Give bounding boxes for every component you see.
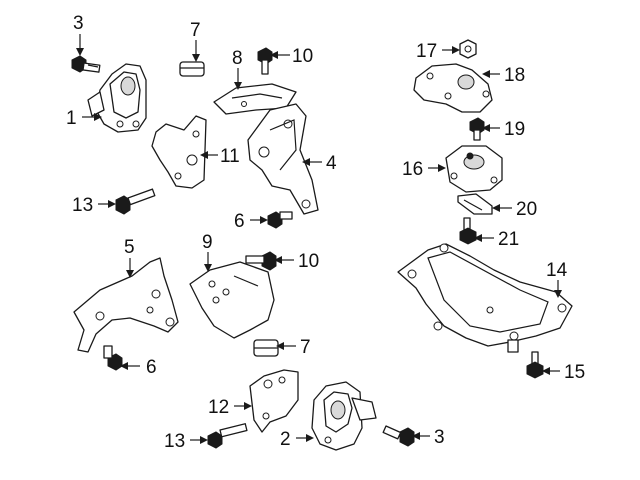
bolt-3-low [382, 425, 415, 447]
callout-10-top: 10 [292, 46, 313, 67]
bolt-10-top [257, 47, 273, 75]
callout-7-top: 7 [190, 20, 201, 41]
crossmember-14 [397, 243, 573, 353]
callout-3-low: 3 [434, 427, 445, 448]
bracket-12 [249, 369, 299, 433]
callout-7-low: 7 [300, 337, 311, 358]
callout-11: 11 [220, 146, 240, 167]
callout-10-mid: 10 [298, 251, 319, 272]
callout-6-mid: 6 [234, 211, 245, 232]
bolt-10-mid [245, 251, 277, 271]
callout-20: 20 [516, 199, 537, 220]
engine-mount-2 [311, 381, 377, 451]
shield-9 [189, 261, 275, 339]
trans-insulator-16 [445, 145, 503, 193]
callout-3-top: 3 [73, 13, 84, 34]
engine-mount-1 [87, 63, 147, 133]
bolt-13-low [207, 423, 248, 449]
bracket-4 [247, 103, 319, 215]
callout-14: 14 [546, 260, 568, 281]
bolt-21 [459, 217, 477, 245]
callout-16: 16 [402, 159, 423, 180]
bracket-5 [73, 257, 179, 353]
callout-18: 18 [504, 65, 525, 86]
nut-17 [459, 39, 477, 59]
callout-15: 15 [564, 362, 585, 383]
bolt-19 [469, 117, 485, 141]
bolt-3-top [71, 55, 101, 73]
callout-19: 19 [504, 119, 525, 140]
plate-8 [213, 83, 297, 115]
insulator-7-low [253, 339, 279, 357]
bolt-15 [526, 351, 544, 379]
insulator-7-top [179, 61, 205, 77]
bolt-6-low [103, 345, 123, 371]
callout-17: 17 [416, 41, 437, 62]
callout-13-low: 13 [164, 431, 185, 452]
bracket-11 [151, 115, 207, 189]
callout-21: 21 [498, 229, 519, 250]
bolt-6-mid [267, 211, 293, 229]
callout-8: 8 [232, 48, 243, 69]
trans-mount-18 [413, 63, 493, 113]
callout-labels: 3 1 7 8 10 11 4 13 6 5 9 10 6 7 12 13 2 … [66, 13, 585, 452]
callout-2: 2 [280, 429, 291, 450]
callout-6-low: 6 [146, 357, 157, 378]
bolt-13-top [115, 188, 156, 215]
callout-13-top: 13 [72, 195, 93, 216]
callout-1: 1 [66, 108, 77, 129]
callout-9: 9 [202, 232, 213, 253]
callout-5: 5 [124, 237, 135, 258]
callout-4: 4 [326, 153, 337, 174]
leader-lines [76, 34, 562, 444]
callout-12: 12 [208, 397, 229, 418]
spacer-20 [457, 193, 493, 215]
